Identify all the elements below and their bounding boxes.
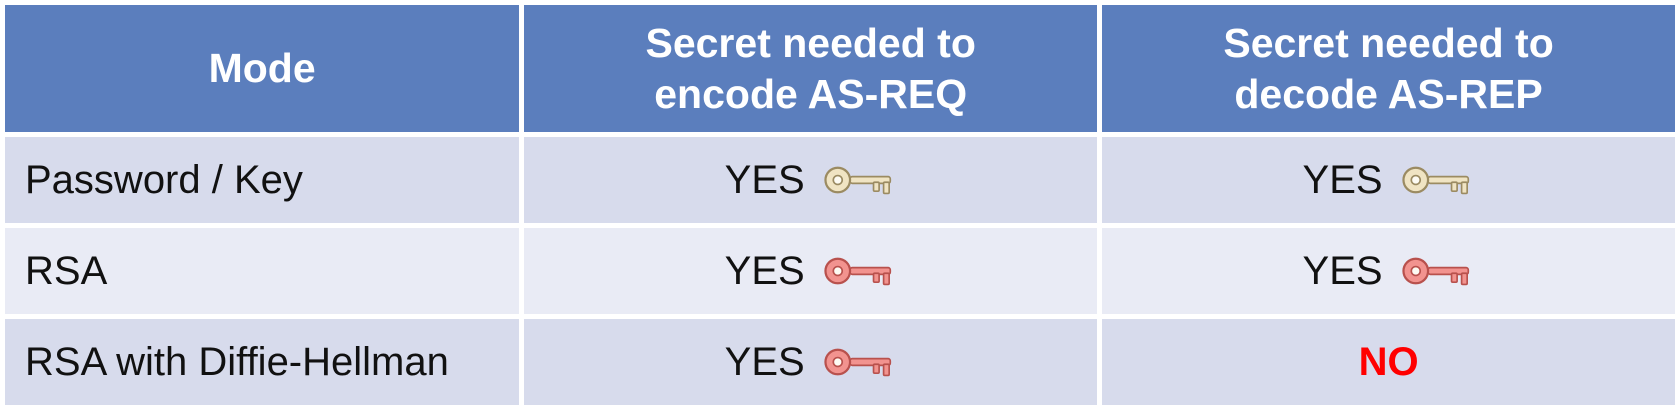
- cell-text: YES: [724, 339, 805, 384]
- encode-cell: YES: [519, 223, 1103, 319]
- decode-cell: YES: [1097, 223, 1680, 319]
- table-row-rsa-diffie-hellman: RSA with Diffie-Hellman YES NO: [0, 314, 1680, 410]
- mode-cell: Password / Key: [0, 132, 525, 228]
- cell-text: YES: [1302, 248, 1383, 293]
- mode-cell: RSA with Diffie-Hellman: [0, 314, 525, 410]
- cell-text: YES: [724, 248, 805, 293]
- cell-text: YES: [1302, 157, 1383, 202]
- encode-cell: YES: [519, 314, 1103, 410]
- header-encode-as-req: Secret needed to encode AS-REQ: [519, 0, 1103, 137]
- key-beige-icon: [1399, 161, 1475, 199]
- encode-cell: YES: [519, 132, 1103, 228]
- header-decode-as-rep: Secret needed to decode AS-REP: [1097, 0, 1680, 137]
- header-mode: Mode: [0, 0, 525, 137]
- cell-text: NO: [1358, 339, 1419, 384]
- decode-cell: YES: [1097, 132, 1680, 228]
- decode-cell: NO: [1097, 314, 1680, 410]
- key-pink-icon: [821, 343, 897, 381]
- mode-cell: RSA: [0, 223, 525, 319]
- header-row: Mode Secret needed to encode AS-REQ Secr…: [0, 0, 1680, 137]
- table-row-rsa: RSA YES YES: [0, 223, 1680, 319]
- key-pink-icon: [821, 252, 897, 290]
- key-pink-icon: [1399, 252, 1475, 290]
- cell-text: YES: [724, 157, 805, 202]
- table-row-password-key: Password / Key YES YES: [0, 132, 1680, 228]
- key-beige-icon: [821, 161, 897, 199]
